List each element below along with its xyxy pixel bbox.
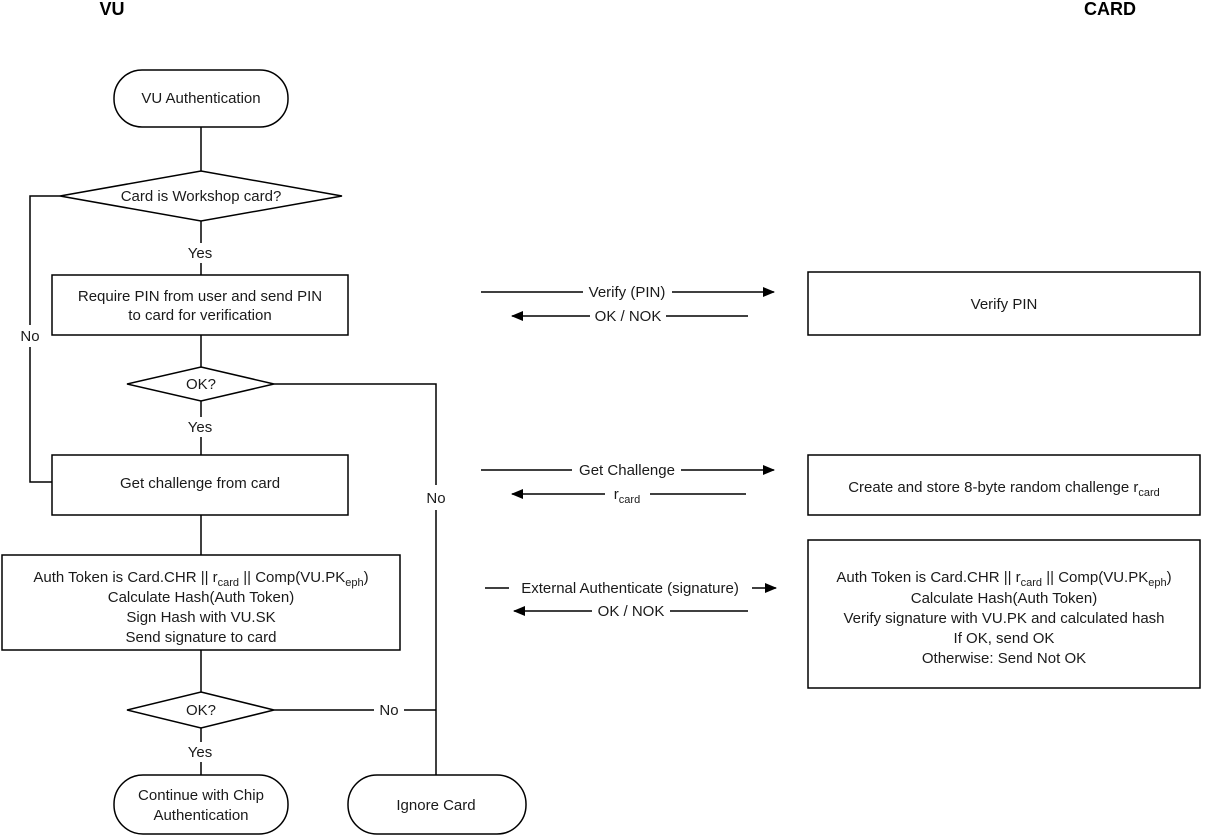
yes-label-1: Yes [188,245,212,262]
vu-token-line1: Auth Token is Card.CHR || rcard || Comp(… [33,569,368,589]
vu-token-line1-b: || Comp(VU.PK [239,569,345,586]
card-token-line1-c: ) [1167,569,1172,586]
card-token-line1: Auth Token is Card.CHR || rcard || Comp(… [836,569,1171,589]
card-token-line1-sub2: eph [1148,577,1166,589]
start-label: VU Authentication [141,90,260,107]
no-label-ok2: No [379,702,398,719]
msg-ok-nok-2-label: OK / NOK [598,603,665,620]
ignore-label: Ignore Card [396,797,475,814]
get-challenge-label: Get challenge from card [120,475,280,492]
vu-column-header: VU [99,0,124,19]
get-challenge-box [51,454,349,516]
card-token-line1-a: Auth Token is Card.CHR || r [836,569,1020,586]
card-token-line2: Calculate Hash(Auth Token) [911,590,1098,607]
card-verify-pin-label: Verify PIN [971,296,1038,313]
card-token-line3: Verify signature with VU.PK and calculat… [843,610,1164,627]
connector-no-right-top [274,383,437,485]
card-create-challenge-box [807,454,1201,516]
pin-request-line2: to card for verification [128,307,271,324]
no-label-right: No [426,490,445,507]
ignore-terminator [347,774,527,835]
vu-token-line4: Send signature to card [126,629,277,646]
msg-get-challenge-label: Get Challenge [579,462,675,479]
auth-token-box [1,554,401,651]
card-verify-pin-box [807,271,1201,336]
card-token-line4: If OK, send OK [954,630,1055,647]
card-token-line5: Otherwise: Send Not OK [922,650,1086,667]
ok-label-1: OK? [186,376,216,393]
msg-ok-nok-1-label: OK / NOK [595,308,662,325]
msg-ext-auth-label: External Authenticate (signature) [521,580,739,597]
msg-verify-pin-label: Verify (PIN) [589,284,666,301]
yes-label-2: Yes [188,419,212,436]
msg-rcard-main: r [614,486,619,503]
vu-token-line2: Calculate Hash(Auth Token) [108,589,295,606]
card-create-challenge-label: Create and store 8-byte random challenge… [848,479,1160,499]
msg-rcard-label: rcard [614,486,640,506]
no-label-left: No [20,328,39,345]
vu-token-line1-a: Auth Token is Card.CHR || r [33,569,217,586]
continue-terminator [113,774,289,835]
card-token-line1-sub1: card [1021,577,1042,589]
continue-line2: Authentication [153,807,248,824]
card-column-header: CARD [1084,0,1136,19]
pin-request-box [51,274,349,336]
yes-label-3: Yes [188,744,212,761]
vu-token-line1-c: ) [364,569,369,586]
ok-label-2: OK? [186,702,216,719]
connector-no-left-bottom [29,347,52,483]
vu-token-line1-sub1: card [218,577,239,589]
decision-workshop-label: Card is Workshop card? [121,188,282,205]
card-auth-token-box [807,539,1201,689]
msg-rcard-sub: card [619,494,640,506]
card-token-line1-b: || Comp(VU.PK [1042,569,1148,586]
connector-no-left-top [29,195,60,325]
vu-token-line1-sub2: eph [345,577,363,589]
card-create-main: Create and store 8-byte random challenge… [848,479,1138,496]
vu-token-line3: Sign Hash with VU.SK [126,609,275,626]
pin-request-line1: Require PIN from user and send PIN [78,288,322,305]
continue-line1: Continue with Chip [138,787,264,804]
card-create-sub: card [1138,487,1159,499]
